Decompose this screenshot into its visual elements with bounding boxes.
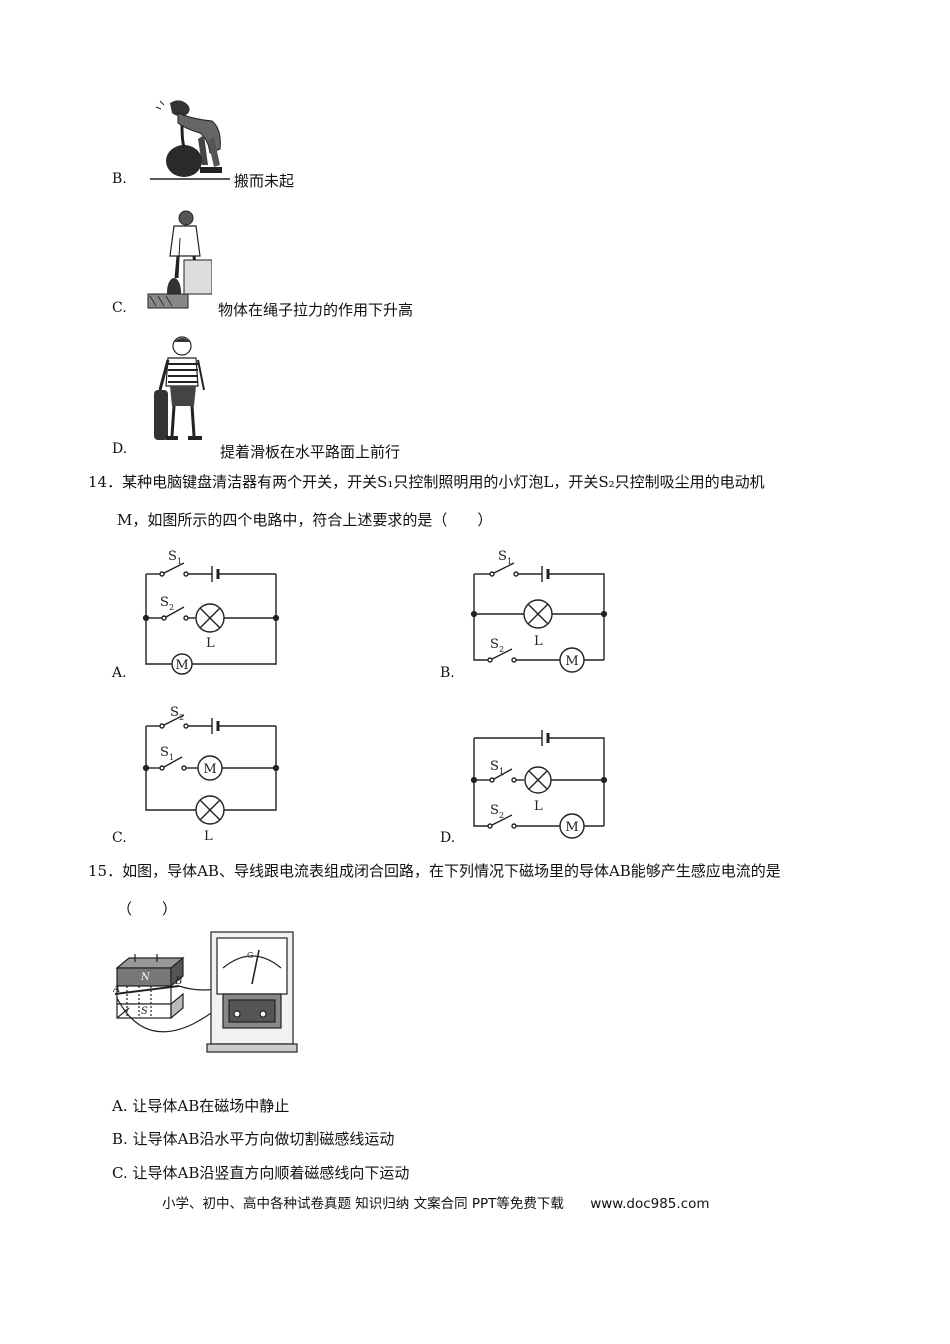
- switch-label: S: [160, 745, 169, 760]
- question-15: 15．如图，导体AB、导线跟电流表组成闭合回路，在下列情况下磁场里的导体AB能够…: [88, 861, 888, 881]
- switch-label: S: [490, 637, 499, 652]
- person-pulling-rope-picture: [144, 208, 212, 312]
- option-letter: C.: [112, 830, 127, 846]
- device-label: L: [534, 634, 543, 649]
- question-number: 14．: [88, 473, 123, 491]
- option-letter: D.: [112, 441, 128, 457]
- galvanometer-label: G: [247, 951, 253, 960]
- device-label: L: [534, 799, 543, 814]
- q13-option-b: B. 搬而未起: [112, 95, 412, 195]
- switch-label: S: [490, 803, 499, 818]
- option-letter: B.: [112, 1130, 128, 1148]
- conductor-end-a-label: A: [113, 984, 120, 995]
- electromagnetic-induction-apparatus-picture: N S A B G: [113, 931, 298, 1053]
- circuit-option-c: C. M S 2 S 1 L: [112, 700, 292, 850]
- device-label: M: [175, 658, 188, 673]
- question-14-line2: M，如图所示的四个电路中，符合上述要求的是（ ）: [117, 511, 493, 529]
- switch-label: S: [490, 759, 499, 774]
- switch-subscript: 2: [499, 811, 504, 820]
- option-letter: A.: [112, 1097, 128, 1115]
- switch-label: S: [168, 549, 177, 564]
- device-label: L: [206, 636, 215, 651]
- option-letter: B.: [112, 171, 127, 187]
- switch-label: S: [160, 595, 169, 610]
- q15-option-a: A. 让导体AB在磁场中静止: [112, 1095, 289, 1116]
- question-number: 15．: [88, 862, 123, 880]
- circuit-diagram-c: M S 2 S 1 L: [142, 705, 280, 844]
- switch-subscript: 1: [169, 753, 174, 762]
- q15-option-c: C. 让导体AB沿竖直方向顺着磁感线向下运动: [112, 1162, 409, 1183]
- q13-option-c: C. 物体在绳子拉力的作用下升高: [112, 208, 512, 319]
- question-stem-line1: 某种电脑键盘清洁器有两个开关，开关S₁只控制照明用的小灯泡L，开关S₂只控制吸尘…: [122, 473, 765, 491]
- circuit-option-d: D. M S 1 L S 2: [440, 722, 640, 852]
- option-text: 让导体AB在磁场中静止: [132, 1097, 290, 1115]
- device-label: M: [565, 820, 578, 835]
- circuit-diagram-d: M S 1 L S 2: [470, 730, 608, 839]
- device-label: M: [565, 654, 578, 669]
- north-pole-label: N: [140, 972, 151, 983]
- option-letter: C.: [112, 300, 127, 316]
- conductor-end-b-label: B: [174, 976, 182, 987]
- option-letter: C.: [112, 1164, 128, 1182]
- south-pole-label: S: [141, 1006, 148, 1017]
- person-lifting-heavy-object-picture: [142, 95, 234, 183]
- switch-subscript: 1: [499, 767, 504, 776]
- option-text: 搬而未起: [234, 172, 295, 190]
- option-letter: B.: [440, 665, 455, 681]
- question-15-line2: （ ）: [117, 900, 178, 918]
- option-letter: D.: [440, 830, 456, 846]
- switch-label: S: [170, 705, 179, 720]
- question-stem-line1: 如图，导体AB、导线跟电流表组成闭合回路，在下列情况下磁场里的导体AB能够产生感…: [122, 862, 781, 880]
- footer-text: 小学、初中、高中各种试卷真题 知识归纳 文案合同 PPT等免费下载: [162, 1196, 564, 1212]
- option-text: 让导体AB沿水平方向做切割磁感线运动: [132, 1130, 395, 1148]
- circuit-option-a: A. M S 1 S 2 L: [112, 548, 292, 688]
- circuit-option-b: B. M S 1 L S 2: [440, 548, 640, 688]
- q13-option-d: D. 提着滑板在水平路面上前行: [112, 334, 512, 464]
- switch-subscript: 2: [169, 603, 174, 612]
- switch-label: S: [498, 549, 507, 564]
- boy-carrying-skateboard-picture: [152, 334, 214, 452]
- page-footer: 小学、初中、高中各种试卷真题 知识归纳 文案合同 PPT等免费下载 www.do…: [162, 1192, 862, 1212]
- q15-option-b: B. 让导体AB沿水平方向做切割磁感线运动: [112, 1128, 394, 1149]
- circuit-diagram-b: M S 1 L S 2: [470, 549, 608, 673]
- question-14: 14．某种电脑键盘清洁器有两个开关，开关S₁只控制照明用的小灯泡L，开关S₂只控…: [88, 472, 888, 492]
- device-label: M: [203, 762, 216, 777]
- switch-subscript: 2: [499, 645, 504, 654]
- option-letter: A.: [112, 665, 127, 681]
- switch-subscript: 2: [179, 713, 184, 722]
- switch-subscript: 1: [507, 557, 512, 566]
- circuit-diagram-a: M S 1 S 2 L: [142, 549, 280, 675]
- option-text: 让导体AB沿竖直方向顺着磁感线向下运动: [132, 1164, 410, 1182]
- option-text: 物体在绳子拉力的作用下升高: [218, 301, 414, 319]
- device-label: L: [204, 829, 213, 844]
- switch-subscript: 1: [177, 557, 182, 566]
- option-text: 提着滑板在水平路面上前行: [220, 443, 401, 461]
- footer-url[interactable]: www.doc985.com: [590, 1196, 710, 1212]
